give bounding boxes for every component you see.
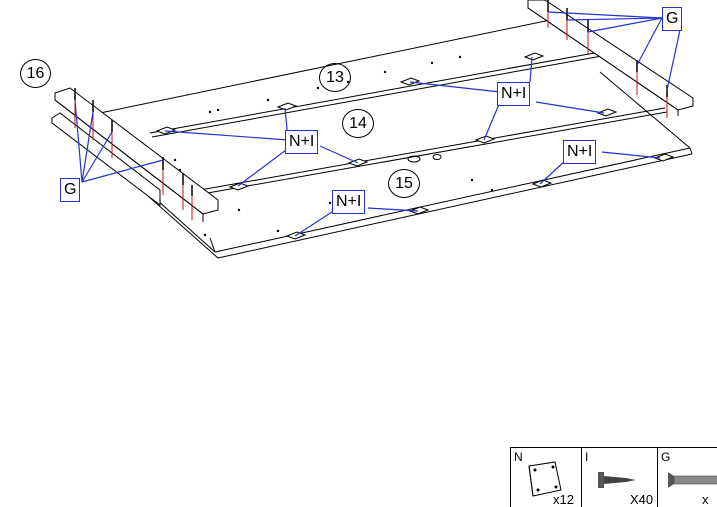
connector-plate-icon [528,461,562,497]
legend-qty-n: x12 [553,492,574,507]
legend-letter-i: I [585,450,589,464]
parts-legend: N x12 I X40 G x [510,447,717,507]
callout-n-i-bottom: N+I [332,190,366,214]
callout-n-i-top-right: N+I [497,82,531,106]
callout-n-i-left: N+I [285,130,319,154]
part-number-15: 15 [388,169,420,198]
part-number-14: 14 [342,109,374,138]
step-number: 16 [20,59,51,88]
callout-g-left: G [60,178,81,202]
left-rail [51,87,219,222]
callout-g-right: G [662,7,683,31]
machine-screw-icon [668,472,717,488]
legend-cell-n: N x12 [511,448,582,507]
legend-qty-i: X40 [630,492,654,507]
legend-letter-g: G [661,450,671,464]
legend-cell-i: I X40 [582,448,658,507]
connector-plates [155,52,675,240]
screws-g [74,0,668,220]
legend-letter-n: N [514,450,523,464]
legend-qty-g: x [702,492,709,507]
right-rail [527,0,694,116]
callout-leaders [74,11,681,237]
callout-n-i-bottom-right: N+I [563,140,597,164]
wood-screw-icon [598,472,636,488]
legend-cell-g: G x [658,448,717,507]
part-number-13: 13 [319,63,351,92]
grommet-hole [407,154,442,163]
